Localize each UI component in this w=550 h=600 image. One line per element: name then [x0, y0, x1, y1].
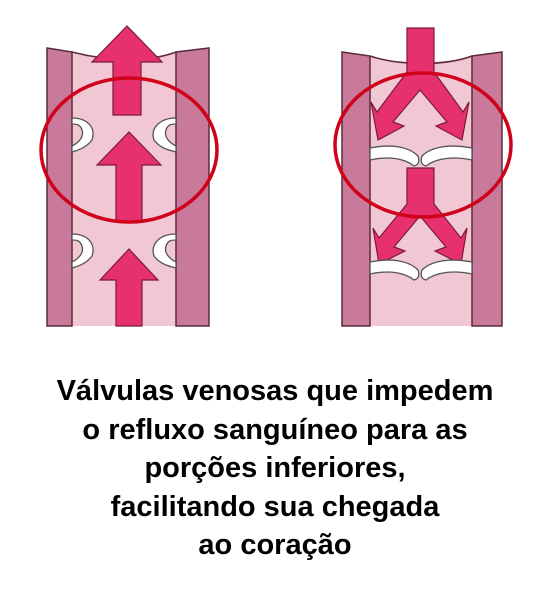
blocked-arrow [370, 27, 470, 141]
panel-valves-open [39, 25, 219, 327]
valve-open [71, 117, 177, 153]
up-arrow [95, 131, 163, 223]
caption-line: porções inferiores, [144, 452, 406, 484]
up-arrow [98, 248, 160, 327]
valve-closed [369, 145, 473, 167]
caption-line: o refluxo sanguíneo para as [82, 413, 468, 446]
valve-closed [369, 259, 473, 281]
vein-wall-left [46, 47, 73, 327]
vein-valves-diagram [39, 25, 513, 327]
panel-valves-closed [333, 27, 513, 327]
up-arrow [90, 25, 164, 116]
highlight-circle [39, 76, 219, 224]
vein-wall-left [341, 51, 371, 327]
caption-line: Válvulas venosas que impedem [56, 375, 494, 407]
highlight-circle [333, 71, 513, 219]
valve-open [71, 233, 177, 269]
caption-line: facilitando sua chegada [110, 490, 440, 523]
vein-wall-right [471, 51, 503, 327]
caption: Válvulas venosas que impedem o refluxo s… [0, 372, 550, 565]
caption-line: ao coração [198, 529, 352, 561]
